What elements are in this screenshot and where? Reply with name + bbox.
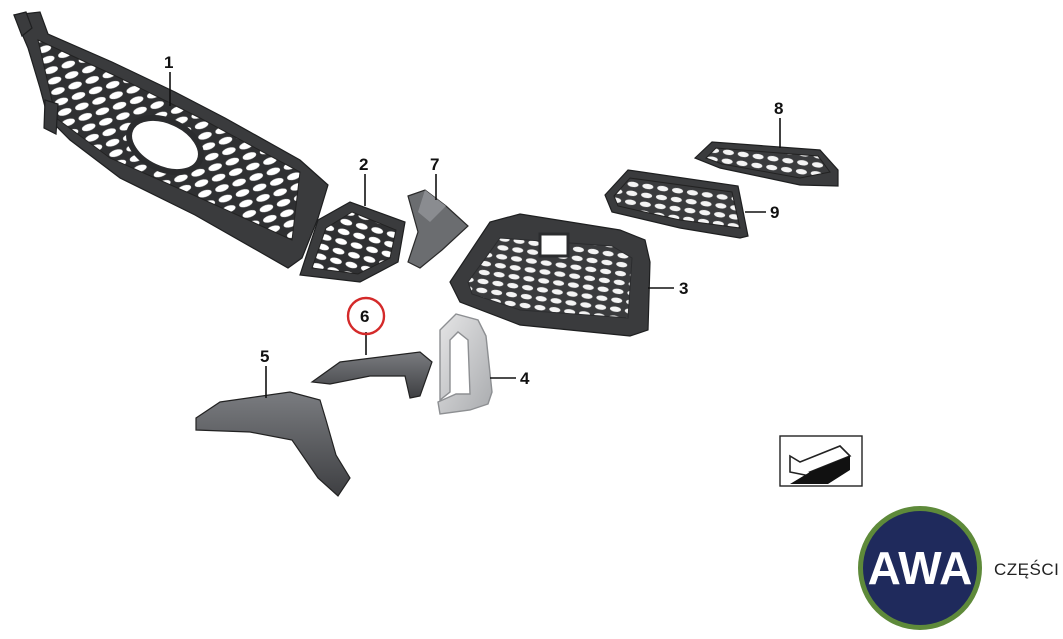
callout-9: 9 bbox=[770, 203, 779, 222]
part-5-lower-trim bbox=[195, 391, 351, 497]
part-9-lower-grille-strip bbox=[604, 169, 749, 239]
part-3-side-grille-frame bbox=[449, 213, 651, 337]
part-1-center-grille bbox=[13, 11, 329, 269]
part-6-trim-strip bbox=[310, 351, 433, 399]
leader-lines bbox=[169, 72, 781, 398]
callout-6: 6 bbox=[360, 307, 369, 326]
highlight-circle bbox=[346, 296, 386, 336]
logo-side-text: CZĘŚCI bbox=[994, 560, 1059, 579]
part-8-upper-grille-strip bbox=[693, 141, 839, 187]
logo-text: AWA bbox=[868, 542, 973, 594]
orientation-icon bbox=[779, 435, 863, 487]
callout-7: 7 bbox=[430, 155, 439, 174]
callout-labels: 1 2 3 4 5 6 7 8 9 bbox=[164, 53, 783, 388]
part-2-grille-insert bbox=[299, 201, 406, 283]
part-7-bracket bbox=[407, 189, 469, 269]
callout-3: 3 bbox=[679, 279, 688, 298]
callout-2: 2 bbox=[359, 155, 368, 174]
awa-logo: AWA CZĘŚCI bbox=[858, 506, 1059, 630]
callout-5: 5 bbox=[260, 347, 269, 366]
callout-8: 8 bbox=[774, 99, 783, 118]
part-4-chrome-trim bbox=[437, 313, 493, 415]
callout-1: 1 bbox=[164, 53, 173, 72]
callout-4: 4 bbox=[520, 369, 530, 388]
